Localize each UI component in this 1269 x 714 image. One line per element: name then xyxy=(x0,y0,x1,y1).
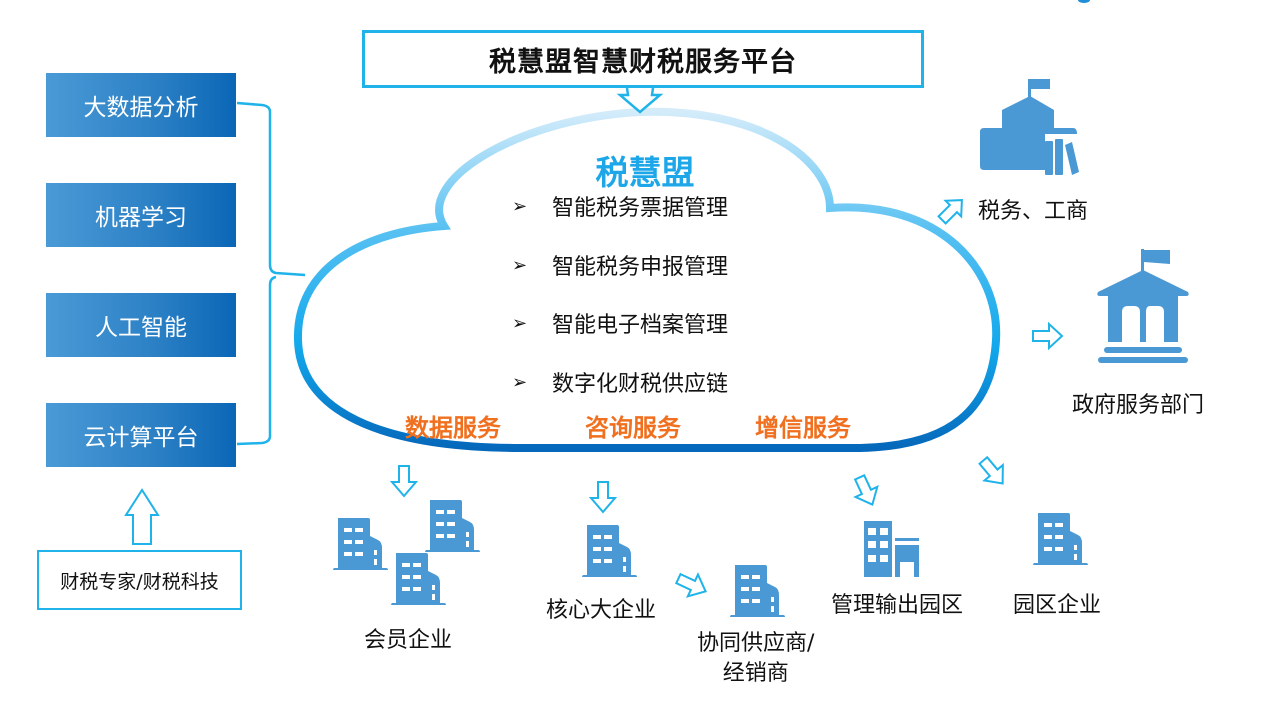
bullet-arrow-icon: ➢ xyxy=(512,371,528,393)
core-enterprise-icon xyxy=(582,525,637,577)
arrow-to-core-icon xyxy=(588,481,618,514)
brace-connector xyxy=(236,101,306,446)
member-building-icon xyxy=(425,500,480,552)
target-tax-label: 税务、工商 xyxy=(978,199,1089,224)
supplier-building-icon xyxy=(730,565,785,617)
target-core-label: 核心大企业 xyxy=(546,598,657,623)
target-gov-label: 政府服务部门 xyxy=(1072,393,1205,418)
arrow-to-park-mgmt-icon xyxy=(853,473,879,506)
service-credit: 增信服务 xyxy=(755,414,851,442)
bullet-arrow-icon: ➢ xyxy=(512,195,528,217)
page-title: 税慧盟智慧财税服务平台 xyxy=(489,46,797,78)
member-building-icon xyxy=(333,518,388,570)
tech-label: 机器学习 xyxy=(95,205,187,231)
bullet-arrow-icon: ➢ xyxy=(512,312,528,334)
member-building-icon xyxy=(391,553,446,605)
tech-ai: 人工智能 xyxy=(46,293,236,357)
service-consulting: 咨询服务 xyxy=(585,414,681,442)
feature-label: 智能税务票据管理 xyxy=(552,196,729,221)
bullet-arrow-icon: ➢ xyxy=(512,254,528,276)
brand-name: 税慧盟 xyxy=(595,153,695,192)
title-down-arrow-icon xyxy=(616,87,664,114)
service-data: 数据服务 xyxy=(405,414,501,442)
feature-label: 数字化财税供应链 xyxy=(552,372,729,397)
feature-item: ➢ 智能电子档案管理 xyxy=(512,307,728,339)
target-park-mgmt-label: 管理输出园区 xyxy=(831,593,964,618)
up-arrow-icon xyxy=(124,488,160,545)
tech-cloud-platform: 云计算平台 xyxy=(46,403,236,467)
feature-item: ➢ 智能税务申报管理 xyxy=(512,249,728,281)
tech-label: 大数据分析 xyxy=(83,95,199,121)
supplier-line-2: 经销商 xyxy=(722,661,789,686)
arrow-to-tax-icon xyxy=(937,199,963,225)
expert-label: 财税专家/财税科技 xyxy=(60,570,219,593)
arrow-to-members-icon xyxy=(389,465,419,498)
park-management-icon xyxy=(864,521,919,577)
feature-label: 智能税务申报管理 xyxy=(552,255,729,280)
target-park-enterprise-label: 园区企业 xyxy=(1013,593,1102,618)
tech-machine-learning: 机器学习 xyxy=(46,183,236,247)
target-supplier-label: 协同供应商/ 经销商 xyxy=(697,629,814,689)
park-enterprise-icon xyxy=(1033,513,1088,565)
platform-title-box: 税慧盟智慧财税服务平台 xyxy=(362,30,924,88)
expert-box: 财税专家/财税科技 xyxy=(37,550,242,610)
tax-bureau-icon xyxy=(980,79,1079,175)
cloud-shape xyxy=(293,107,1001,452)
tech-label: 云计算平台 xyxy=(83,425,199,451)
feature-item: ➢ 智能税务票据管理 xyxy=(512,190,728,222)
feature-item: ➢ 数字化财税供应链 xyxy=(512,366,728,398)
supplier-line-1: 协同供应商/ xyxy=(697,631,815,656)
corner-mark-icon xyxy=(1078,0,1090,3)
arrow-to-park-enterprise-icon xyxy=(978,455,1004,485)
target-members-label: 会员企业 xyxy=(364,628,453,653)
arrow-to-supplier-icon xyxy=(674,572,707,598)
feature-label: 智能电子档案管理 xyxy=(552,313,729,338)
government-icon xyxy=(1097,249,1189,363)
tech-big-data: 大数据分析 xyxy=(46,73,236,137)
tech-label: 人工智能 xyxy=(95,315,187,341)
arrow-to-gov-icon xyxy=(1032,321,1064,351)
